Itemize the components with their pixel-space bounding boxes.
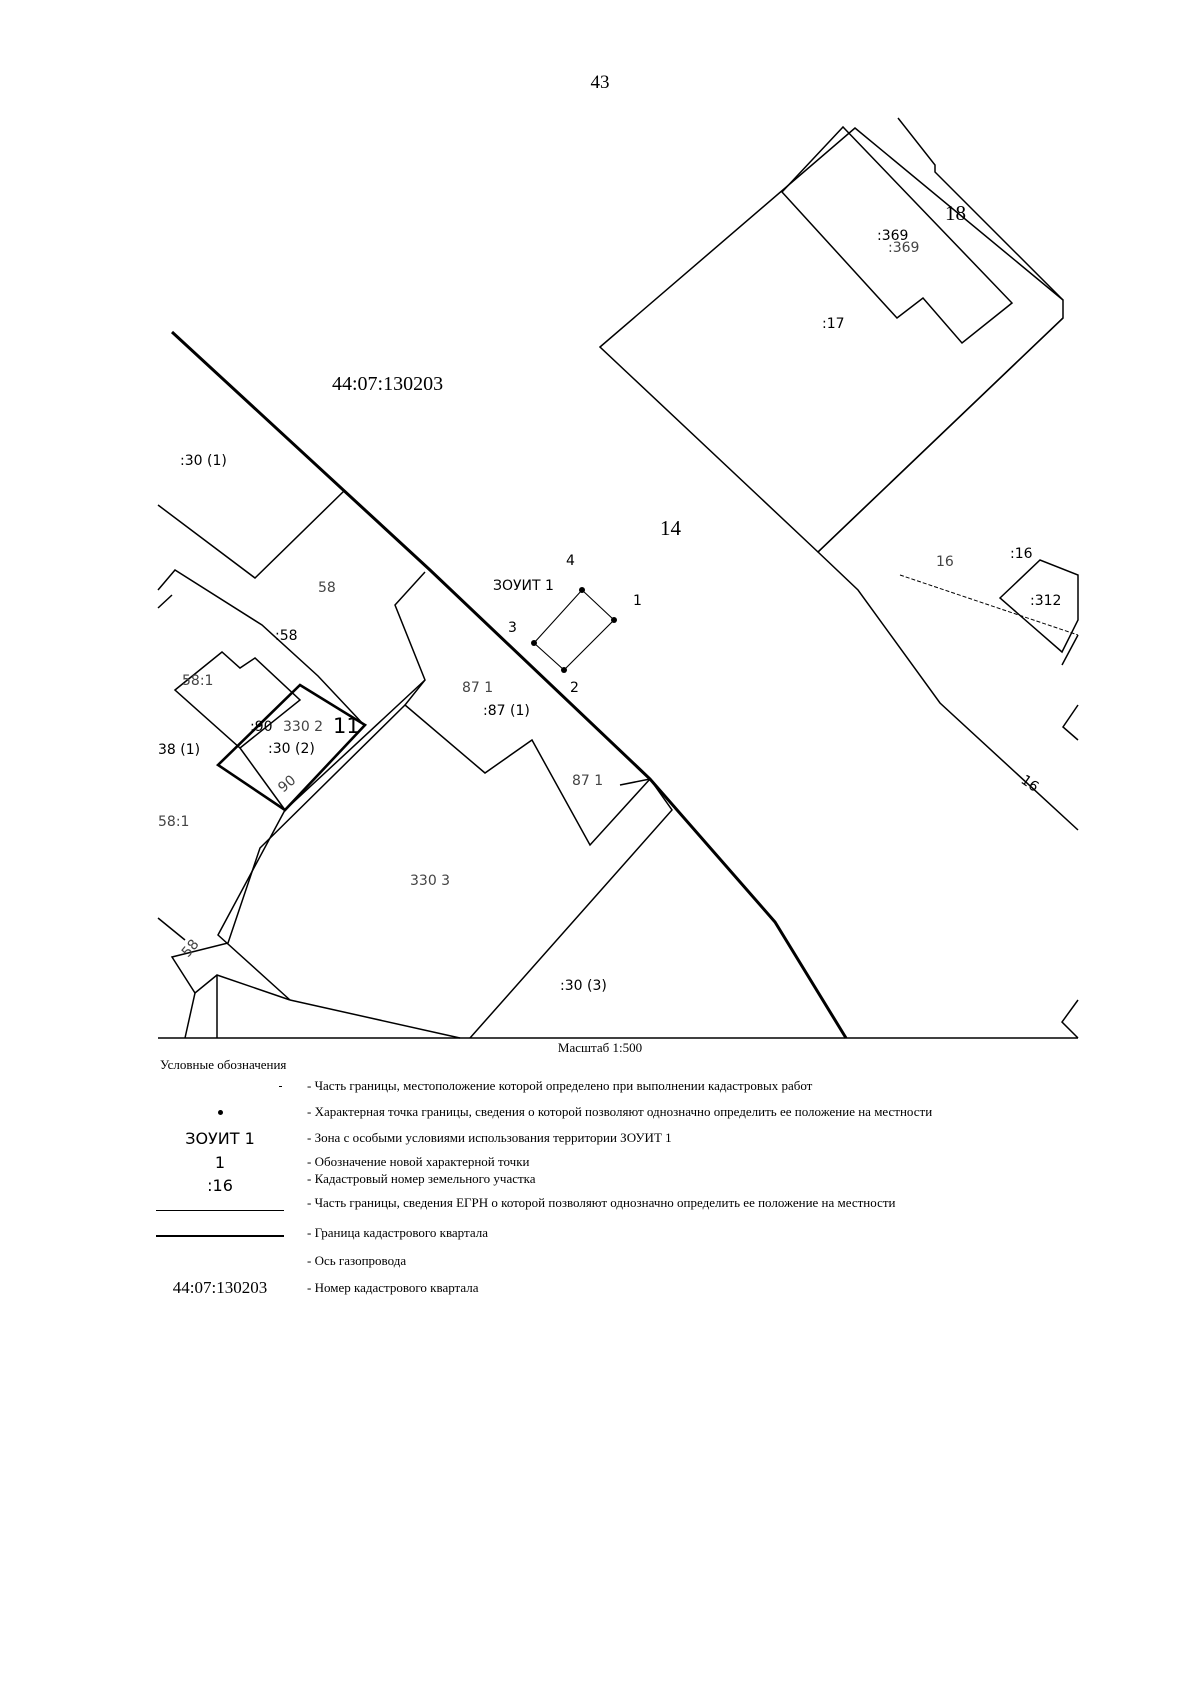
zone-zouit-1-outline bbox=[533, 589, 615, 671]
parcel-58-left bbox=[157, 594, 173, 609]
legend-symbol-line bbox=[150, 1197, 290, 1223]
legend-row-quarter-number: 44:07:130203 - Номер кадастрового кварта… bbox=[150, 1275, 1150, 1301]
legend-symbol-parcel-number: :16 bbox=[207, 1175, 233, 1195]
parcel-30-1-label: :30 (1) bbox=[180, 453, 227, 469]
legend-text: - Часть границы, местоположение которой … bbox=[307, 1078, 813, 1093]
parcel-330-3-boundary bbox=[289, 999, 461, 1039]
parcel-17-label: :17 bbox=[822, 316, 845, 332]
parcel-30-3-label: :30 (3) bbox=[560, 978, 607, 994]
legend-row-quarter-boundary: - Граница кадастрового квартала bbox=[150, 1223, 1150, 1249]
legend-row-egrn-boundary: - Часть границы, сведения ЕГРН о которой… bbox=[150, 1195, 1150, 1223]
quarter-number-label: 44:07:130203 bbox=[332, 373, 443, 395]
building-58-1-outline bbox=[173, 651, 302, 749]
parcel-11-label: 11 bbox=[333, 714, 360, 738]
parcel-87-cross bbox=[619, 778, 651, 786]
quarter-boundary-line bbox=[170, 330, 848, 1039]
road-58-label: 58 bbox=[179, 937, 203, 961]
legend-row-new-point: 1 - Обозначение новой характерной точки bbox=[150, 1151, 1150, 1173]
legend-text: - Обозначение новой характерной точки bbox=[307, 1154, 530, 1169]
legend-text: - Зона с особыми условиями использования… bbox=[307, 1130, 672, 1145]
parcel-17-outline bbox=[598, 127, 1064, 554]
parcel-16-label: 16 bbox=[936, 554, 954, 570]
parcel-30-3-boundary bbox=[469, 778, 673, 1039]
legend-symbol-line bbox=[150, 1223, 290, 1249]
legend-text: - Граница кадастрового квартала bbox=[307, 1225, 488, 1240]
cadastral-map: 44:07:130203 :369 :369 18 :17 :30 (1) 14… bbox=[157, 117, 1079, 1039]
parcel-edge-right-1 bbox=[1062, 704, 1079, 741]
legend-title: Условные обозначения bbox=[160, 1057, 287, 1072]
parcel-16-colon-label: :16 bbox=[1010, 546, 1033, 562]
point-1-marker bbox=[611, 617, 617, 623]
legend-symbol-tick bbox=[150, 1073, 290, 1099]
parcel-87-1a-label: 87 1 bbox=[462, 680, 493, 696]
parcel-16-top-line bbox=[817, 317, 1064, 553]
legend-symbol-zone: ЗОУИТ 1 bbox=[185, 1128, 255, 1148]
parcel-330-3-label: 330 3 bbox=[410, 873, 450, 889]
legend-text: - Ось газопровода bbox=[307, 1253, 407, 1268]
parcel-30-1-boundary bbox=[157, 489, 346, 579]
parcel-18-boundary bbox=[897, 117, 1064, 301]
parcel-330-2-label: 330 2 bbox=[283, 719, 323, 735]
point-3-marker bbox=[531, 640, 537, 646]
parcel-58-1a-label: 58:1 bbox=[182, 673, 213, 689]
parcel-330-2-outline bbox=[215, 683, 368, 812]
legend-row-surveyed-boundary: - Часть границы, местоположение которой … bbox=[150, 1073, 1150, 1099]
parcel-58-colon-label: :58 bbox=[275, 628, 298, 644]
parcel-18-label: 18 bbox=[945, 201, 966, 225]
legend-text: - Часть границы, сведения ЕГРН о которой… bbox=[307, 1195, 896, 1210]
parcel-58-label: 58 bbox=[318, 580, 336, 596]
point-3-label: 3 bbox=[508, 620, 517, 636]
building-369-outline bbox=[780, 125, 1014, 345]
legend-row-zone: ЗОУИТ 1 - Зона с особыми условиями испол… bbox=[150, 1125, 1150, 1151]
parcel-30-2-label: :30 (2) bbox=[268, 741, 315, 757]
legend: - Часть границы, местоположение которой … bbox=[150, 1073, 1150, 1301]
point-4-marker bbox=[579, 587, 585, 593]
legend-row-gas-axis: - Ось газопровода bbox=[150, 1249, 1150, 1275]
map-scale: Масштаб 1:500 bbox=[557, 1040, 643, 1055]
parcel-14-label: 14 bbox=[660, 516, 682, 540]
parcel-369-faint-label: :369 bbox=[888, 240, 919, 256]
legend-row-boundary-point: - Характерная точка границы, сведения о … bbox=[150, 1099, 1150, 1125]
parcel-87-1b-label: :87 (1) bbox=[483, 703, 530, 719]
parcel-edge-right-2 bbox=[1061, 999, 1079, 1039]
legend-symbol-dot bbox=[150, 1099, 290, 1125]
gas-pipeline-axis bbox=[899, 574, 1079, 636]
parcel-369-label: :369 bbox=[877, 228, 908, 244]
parcel-58-boundary bbox=[157, 569, 366, 727]
legend-symbol-quarter-number: 44:07:130203 bbox=[172, 1278, 268, 1297]
parcel-16-boundary bbox=[817, 551, 1079, 831]
point-1-label: 1 bbox=[633, 593, 642, 609]
road-edge-bottom bbox=[184, 992, 196, 1039]
parcel-90-label: :90 bbox=[250, 719, 273, 735]
parcel-90-b-label: 90 bbox=[275, 772, 299, 796]
page-number: 43 bbox=[590, 72, 610, 93]
parcel-87-1c-label: 87 1 bbox=[572, 773, 603, 789]
parcel-330-2-inner bbox=[239, 747, 286, 811]
legend-text: - Номер кадастрового квартала bbox=[307, 1280, 479, 1295]
point-2-marker bbox=[561, 667, 567, 673]
building-312-outline bbox=[998, 559, 1079, 654]
parcel-312-edge bbox=[1061, 634, 1079, 666]
point-4-label: 4 bbox=[566, 553, 575, 569]
gas-16-label: 16 bbox=[1018, 772, 1042, 795]
legend-text: - Кадастровый номер земельного участка bbox=[307, 1171, 536, 1186]
parcel-87-1-outline bbox=[394, 571, 651, 847]
zone-zouit-1-label: ЗОУИТ 1 bbox=[493, 578, 554, 594]
point-2-label: 2 bbox=[570, 680, 579, 696]
parcel-38-1-label: 38 (1) bbox=[158, 742, 200, 758]
road-strip-right bbox=[217, 679, 426, 1001]
parcel-312-label: :312 bbox=[1030, 593, 1061, 609]
left-edge-bottom bbox=[157, 917, 186, 941]
legend-text: - Характерная точка границы, сведения о … bbox=[307, 1104, 933, 1119]
legend-symbol-point-number: 1 bbox=[214, 1152, 226, 1172]
parcel-58-1b-label: 58:1 bbox=[158, 814, 189, 830]
legend-row-parcel-number: :16 - Кадастровый номер земельного участ… bbox=[150, 1171, 1150, 1197]
legend-symbol-gas bbox=[150, 1249, 290, 1275]
